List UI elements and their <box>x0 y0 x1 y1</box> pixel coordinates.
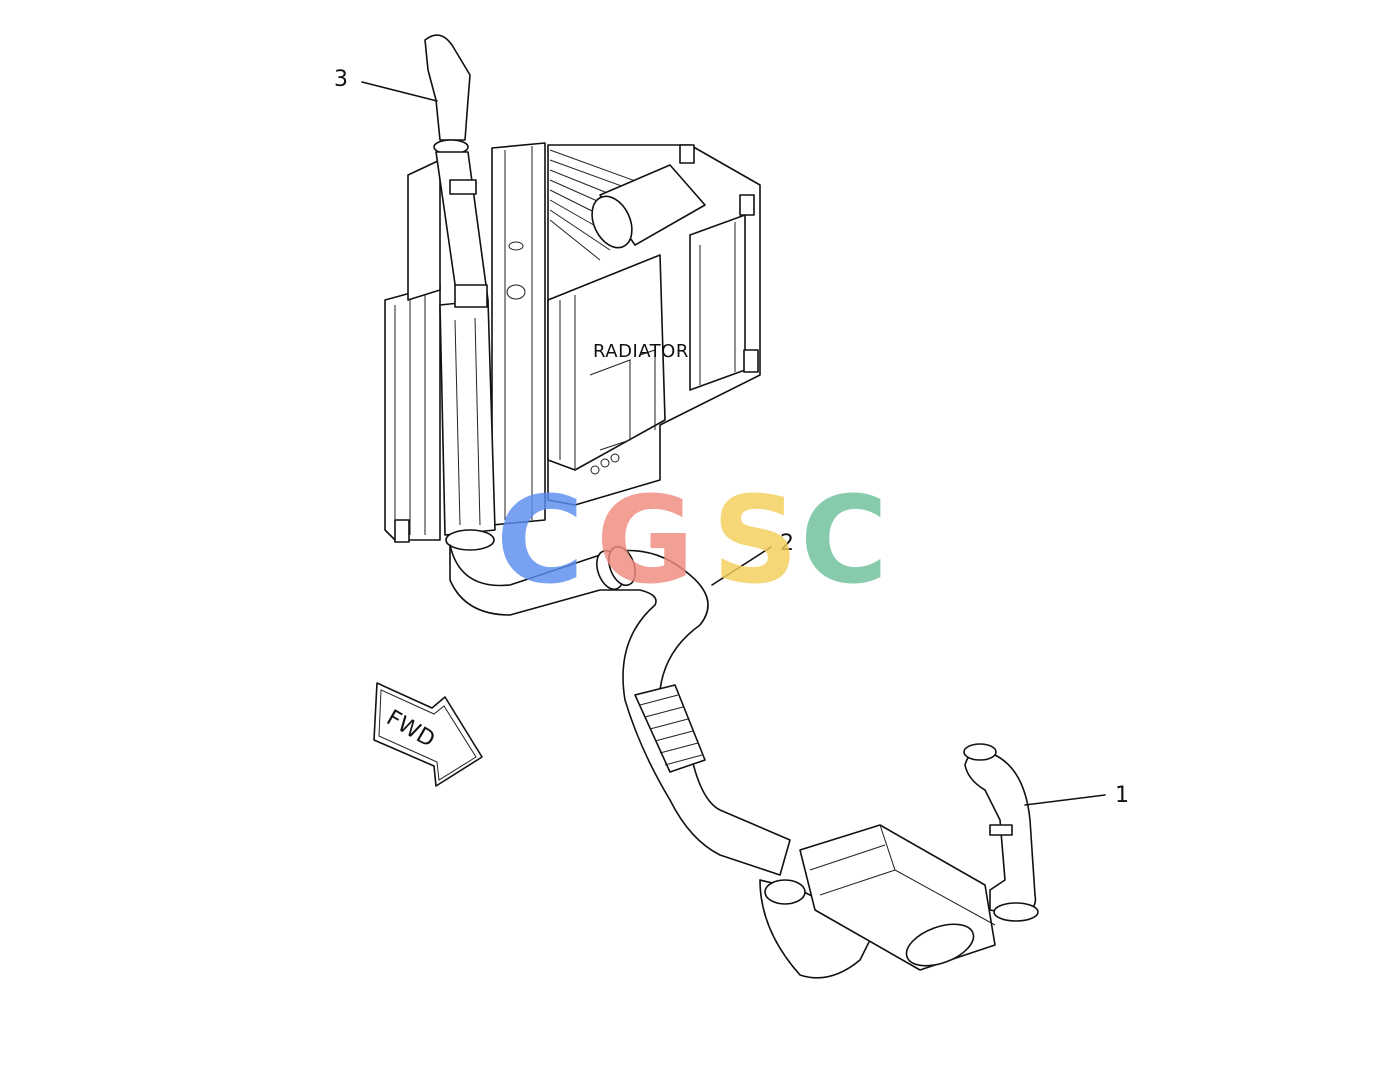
exhaust-pipe <box>449 544 791 876</box>
muffler-assembly <box>759 743 1039 979</box>
exhaust-stack <box>424 34 496 551</box>
leader-line-2 <box>711 546 772 586</box>
watermark-letter-c2: C <box>800 472 888 611</box>
cgsc-watermark: C G S C <box>496 472 888 611</box>
radiator-label: RADIATOR <box>593 341 689 362</box>
watermark-letter-c1: C <box>496 472 584 611</box>
callout-3: 3 <box>334 67 348 92</box>
callout-2: 2 <box>780 531 794 556</box>
leader-lines <box>361 81 1106 806</box>
forward-arrow: FWD <box>373 682 483 787</box>
watermark-letter-g: G <box>596 472 695 611</box>
watermark-letter-s: S <box>712 472 798 611</box>
leader-line-3 <box>361 81 438 102</box>
radiator-assembly <box>384 142 761 543</box>
callout-1: 1 <box>1115 783 1129 808</box>
leader-line-1 <box>1024 794 1106 806</box>
